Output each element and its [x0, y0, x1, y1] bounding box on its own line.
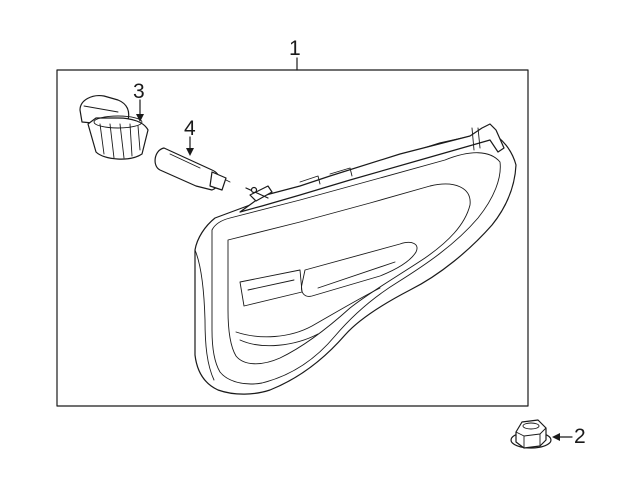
bulb	[154, 147, 231, 191]
callout-1: 1	[289, 37, 301, 60]
leader-line-4	[186, 136, 194, 156]
bulb-socket	[79, 95, 149, 160]
callout-4: 4	[184, 117, 196, 140]
assembly-frame	[56, 69, 529, 407]
callout-2: 2	[574, 425, 586, 448]
nut	[510, 419, 552, 449]
leader-line-2	[552, 433, 573, 441]
callout-3: 3	[133, 80, 145, 103]
tail-lamp-assembly	[194, 123, 517, 395]
leader-line-3	[136, 99, 144, 122]
